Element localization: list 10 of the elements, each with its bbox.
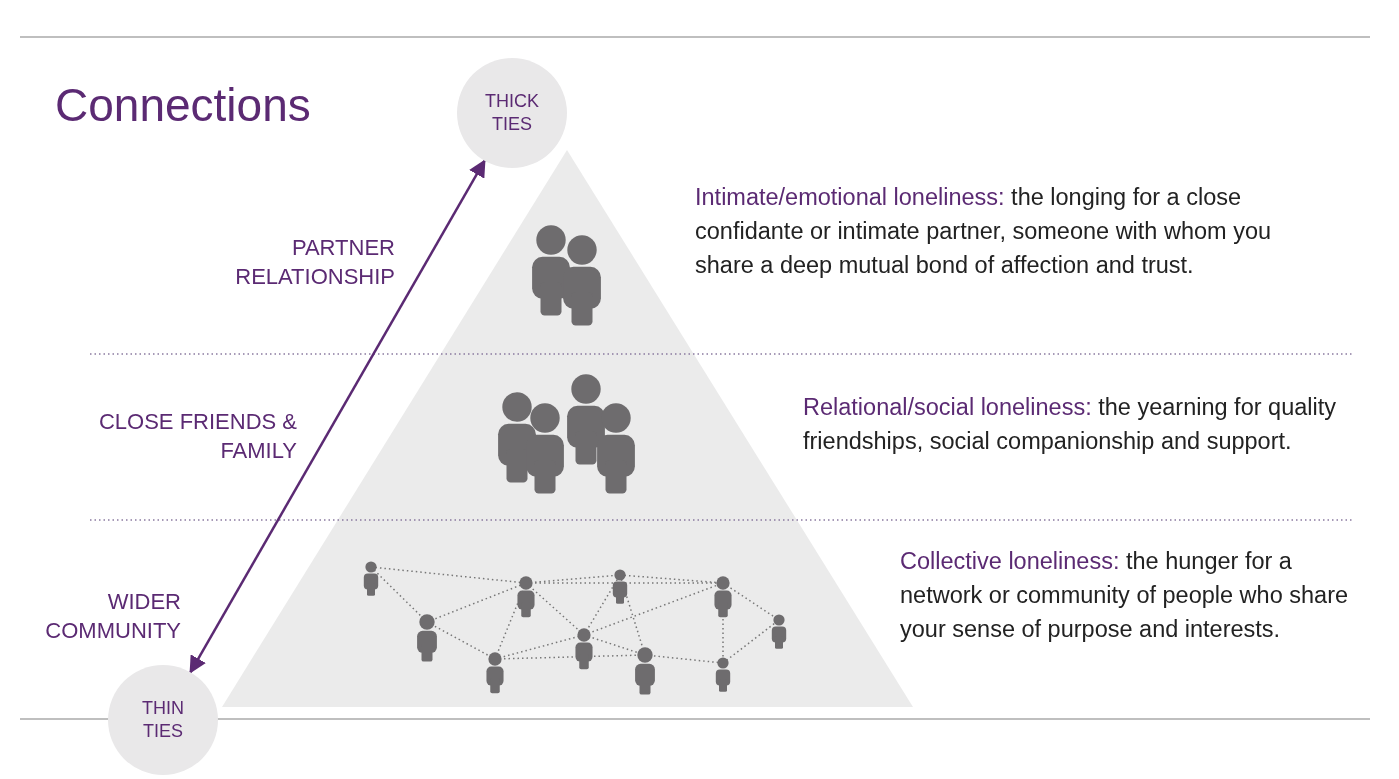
- node-label: THICK TIES: [484, 90, 540, 136]
- tier-label: CLOSE FRIENDS & FAMILY: [97, 408, 297, 465]
- description-text: Intimate/emotional loneliness: the longing for a close confidante or intimate partner, someone with whom you share a deep mutual bond of affection and trust.: [695, 183, 1273, 280]
- node-label: THIN TIES: [141, 697, 185, 743]
- tier-label: WIDER COMMUNITY: [44, 588, 181, 645]
- description-text: Relational/social loneliness: the yearning for quality friendships, social companionship and support.: [803, 393, 1337, 456]
- description-text: Collective loneliness: the hunger for a network or community of people who share your sense of purpose and interests.: [900, 547, 1350, 644]
- title: Connections: [55, 78, 311, 132]
- tier-label: PARTNER RELATIONSHIP: [234, 234, 395, 291]
- double-arrow: [189, 159, 486, 674]
